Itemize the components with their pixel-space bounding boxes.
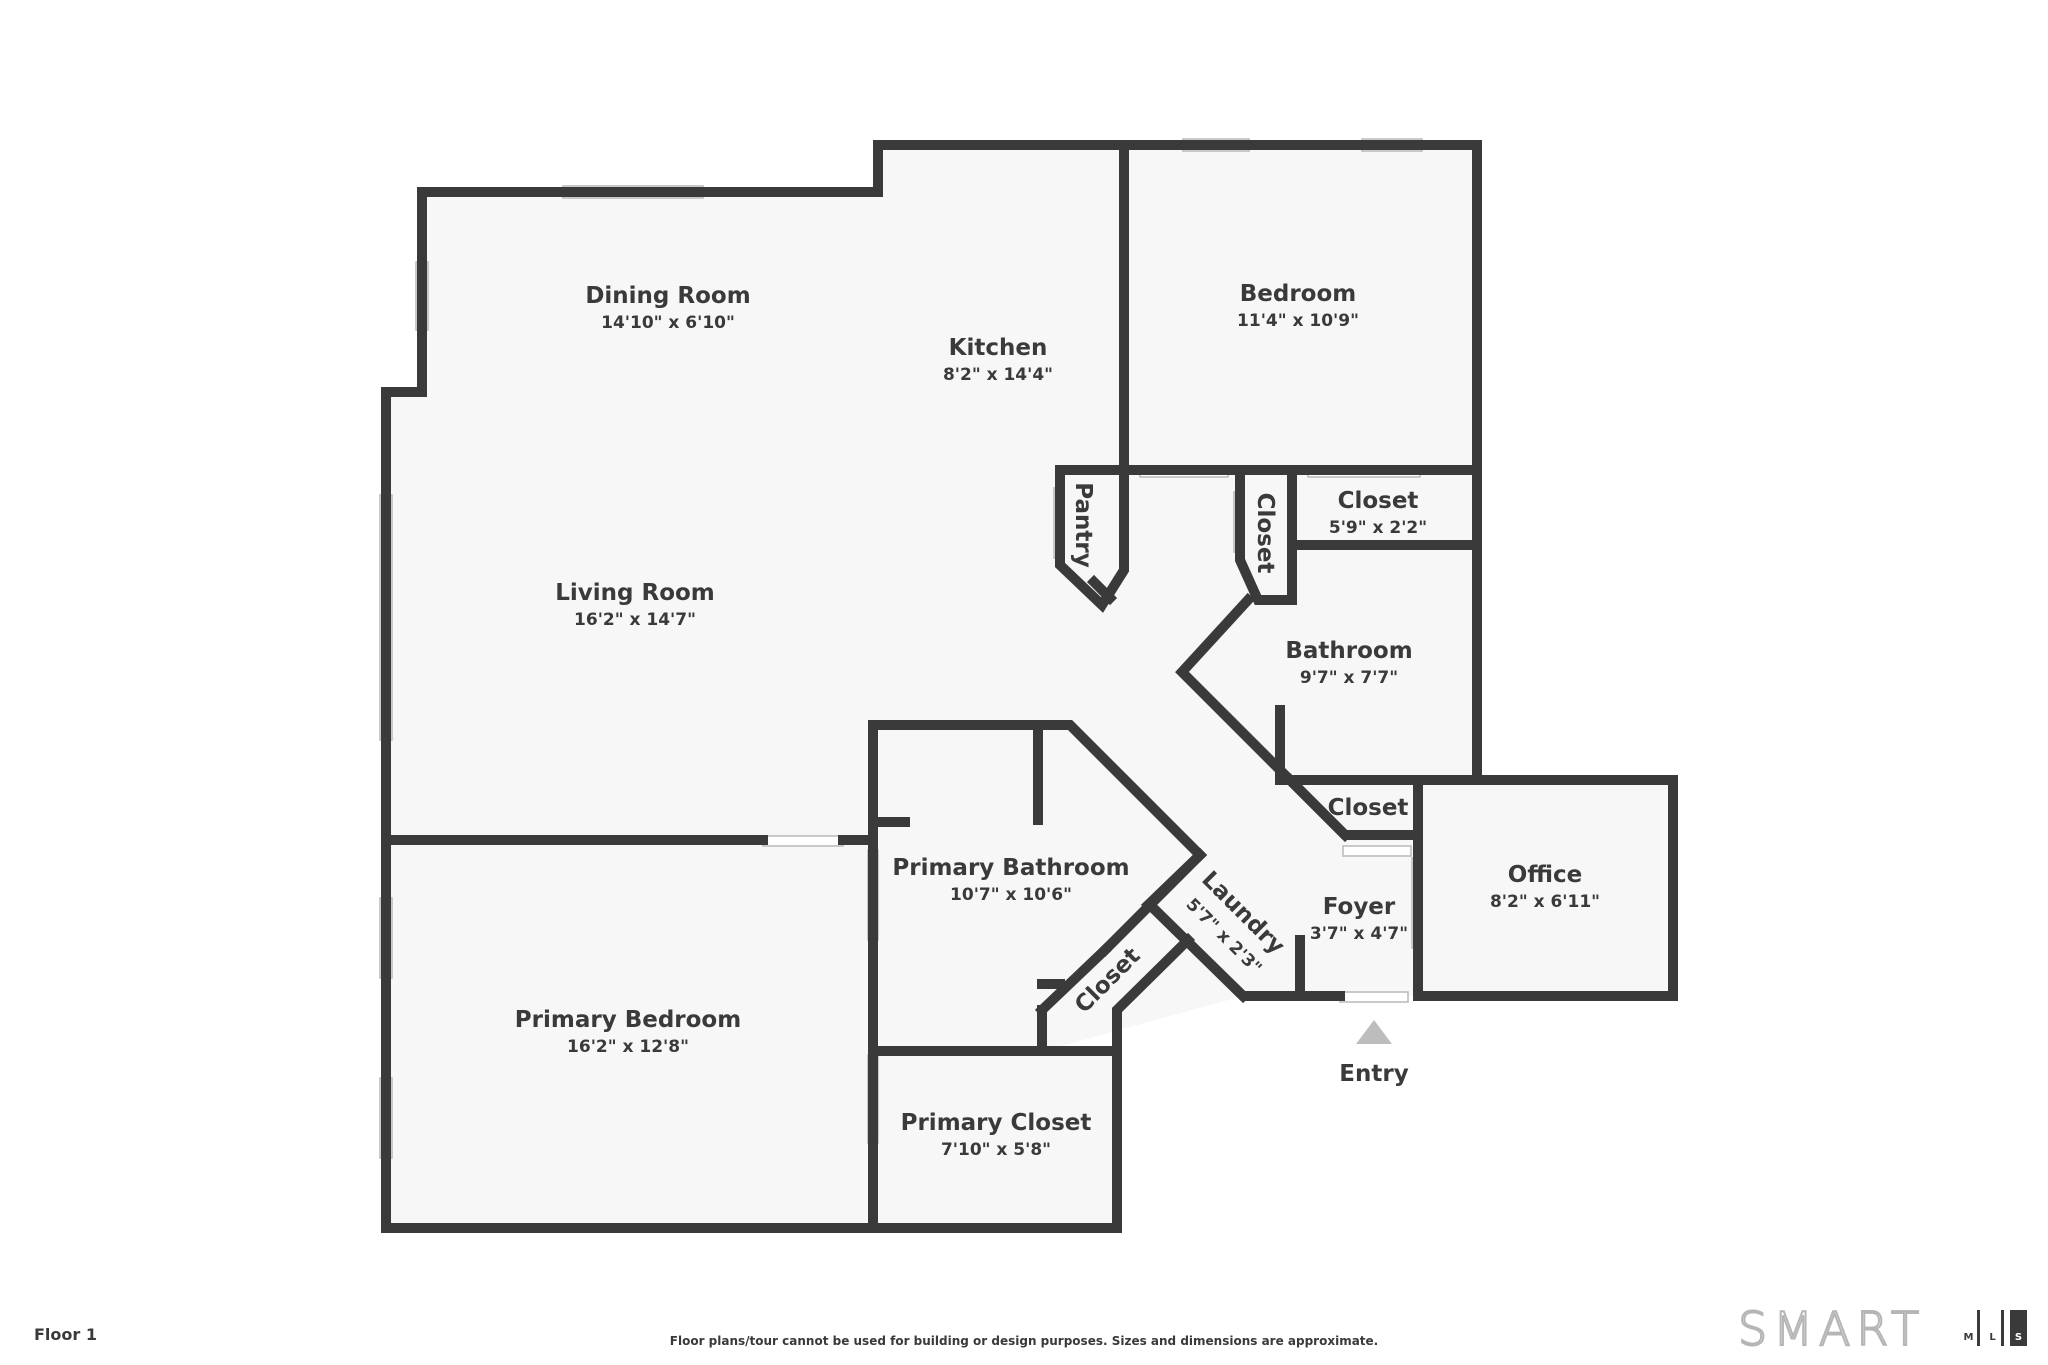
door-foyer-closet <box>1342 845 1412 857</box>
logo-box-m: M <box>1960 1310 1980 1346</box>
room-office-dims: 8'2" x 6'11" <box>1490 892 1600 912</box>
room-primary-bedroom-dims: 16'2" x 12'8" <box>567 1037 689 1057</box>
room-kitchen-name: Kitchen <box>949 335 1048 361</box>
room-dining-name: Dining Room <box>585 283 750 309</box>
floor-fills <box>386 145 1673 1228</box>
disclaimer-text: Floor plans/tour cannot be used for buil… <box>669 1334 1379 1348</box>
entry-label: Entry <box>1339 1061 1408 1087</box>
room-bedroom-name: Bedroom <box>1240 281 1357 307</box>
room-living-name: Living Room <box>555 580 715 606</box>
room-bedroom-dims: 11'4" x 10'9" <box>1237 311 1359 331</box>
room-closet-bath-name: Closet <box>1328 795 1409 821</box>
logo-box-l: L <box>1984 1310 2004 1346</box>
logo-box-s: S <box>2010 1310 2027 1346</box>
floor-label: Floor 1 <box>34 1325 97 1344</box>
room-dining-dims: 14'10" x 6'10" <box>601 313 735 333</box>
room-primary-bath-name: Primary Bathroom <box>892 855 1129 881</box>
room-pantry-name: Pantry <box>1070 482 1096 567</box>
door-entry <box>1339 991 1409 1003</box>
room-bathroom-name: Bathroom <box>1285 638 1412 664</box>
room-primary-bath-dims: 10'7" x 10'6" <box>950 885 1072 905</box>
room-labels: Dining Room 14'10" x 6'10" Kitchen 8'2" … <box>515 281 1600 1160</box>
room-closet-top-name: Closet <box>1338 488 1419 514</box>
logo-letter-m: M <box>1963 1332 1974 1343</box>
smart-mls-logo: SMART M L S <box>1737 1301 2038 1357</box>
entry-arrow-icon <box>1356 1020 1392 1044</box>
room-primary-bedroom-name: Primary Bedroom <box>515 1007 741 1033</box>
walls <box>381 140 1678 1233</box>
logo-word: SMART <box>1737 1301 1926 1357</box>
room-kitchen-dims: 8'2" x 14'4" <box>943 365 1053 385</box>
room-closet-top-dims: 5'9" x 2'2" <box>1329 518 1427 538</box>
room-office-name: Office <box>1508 862 1582 888</box>
room-bathroom-dims: 9'7" x 7'7" <box>1300 668 1398 688</box>
logo-letter-s: S <box>2014 1332 2023 1343</box>
door-primary-bedroom <box>762 835 844 847</box>
room-closet-hall-name: Closet <box>1252 493 1278 574</box>
room-primary-closet-name: Primary Closet <box>901 1110 1092 1136</box>
room-living-dims: 16'2" x 14'7" <box>574 610 696 630</box>
room-primary-closet-dims: 7'10" x 5'8" <box>941 1140 1051 1160</box>
room-foyer-name: Foyer <box>1323 894 1396 920</box>
logo-letter-l: L <box>1989 1332 1996 1343</box>
room-foyer-dims: 3'7" x 4'7" <box>1310 924 1408 944</box>
